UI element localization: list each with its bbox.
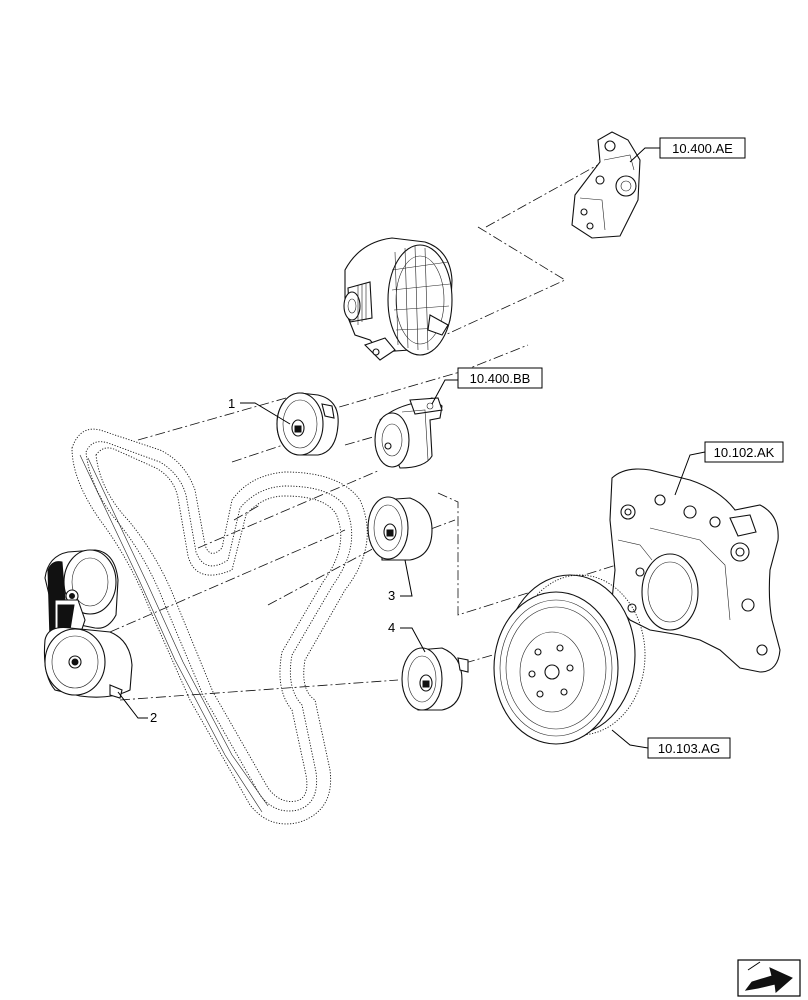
ref-label-10-102-ak[interactable]: 10.102.AK	[704, 441, 784, 463]
front-timing-cover	[609, 468, 781, 673]
ref-label-10-103-ag[interactable]: 10.103.AG	[647, 737, 731, 759]
ref-label-10-400-ae[interactable]: 10.400.AE	[659, 137, 746, 159]
idler-pulley-3	[367, 496, 433, 561]
alternator	[343, 237, 453, 361]
drive-belt	[71, 428, 368, 825]
idler-pulley-4	[401, 647, 469, 711]
idler-pulley-1	[276, 392, 339, 456]
water-pump	[374, 397, 443, 469]
ref-label-10-400-ae-text: 10.400.AE	[672, 141, 733, 156]
mounting-bracket	[571, 131, 641, 239]
callout-number-2: 2	[150, 710, 157, 725]
ref-label-10-103-ag-text: 10.103.AG	[658, 741, 720, 756]
belt-tensioner	[43, 549, 133, 699]
ref-label-10-102-ak-text: 10.102.AK	[714, 445, 775, 460]
ref-label-10-400-bb-text: 10.400.BB	[470, 371, 531, 386]
callout-number-3: 3	[388, 588, 395, 603]
callout-number-4: 4	[388, 620, 395, 635]
callout-number-1: 1	[228, 396, 235, 411]
leader-lines	[117, 147, 706, 749]
crankshaft-damper	[493, 574, 646, 745]
next-page-arrow-icon[interactable]	[737, 959, 801, 997]
ref-label-10-400-bb[interactable]: 10.400.BB	[457, 367, 543, 389]
